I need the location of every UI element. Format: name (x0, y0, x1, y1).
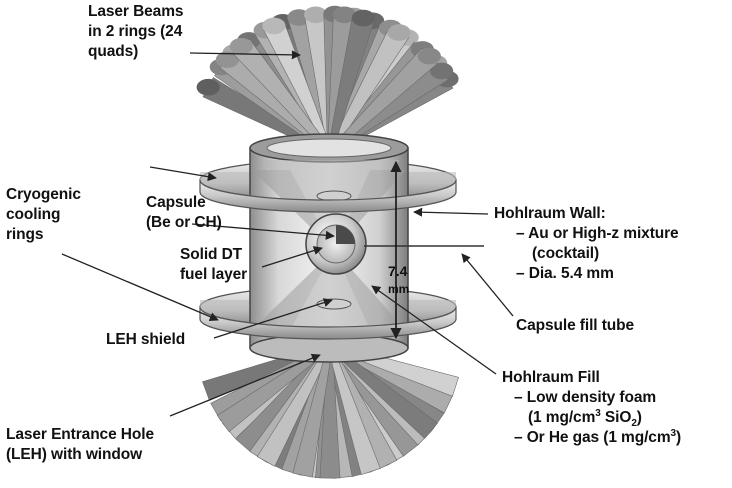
laser-entrance-line-2: (LEH) with window (6, 445, 154, 465)
leh-shield-bottom (317, 299, 351, 309)
label-cryogenic-rings: Cryogenic cooling rings (6, 185, 81, 245)
cryogenic-line-2: cooling (6, 205, 81, 225)
cryogenic-line-1: Cryogenic (6, 185, 81, 205)
label-leh-shield: LEH shield (106, 330, 185, 350)
laser-beam-top-end-20 (387, 24, 410, 41)
dimension-unit: mm (388, 282, 409, 296)
label-solid-dt: Solid DT fuel layer (180, 245, 247, 285)
hohlraum-fill-line-2-post: ) (637, 409, 642, 426)
laser-beam-top-end-24 (418, 48, 441, 65)
laser-entrance-line-1: Laser Entrance Hole (6, 425, 154, 445)
label-laser-entrance-hole: Laser Entrance Hole (LEH) with window (6, 425, 154, 465)
solid-dt-line-1: Solid DT (180, 245, 247, 265)
hohlraum-wall-line-1: – Au or High-z mixture (494, 224, 679, 244)
laser-beams-bottom (203, 346, 459, 479)
label-capsule: Capsule (Be or CH) (146, 193, 222, 233)
label-hohlraum-fill: Hohlraum Fill – Low density foam (1 mg/c… (502, 368, 681, 448)
laser-beams-line-3: quads) (88, 42, 183, 62)
capsule-fill-tube-text: Capsule fill tube (516, 316, 634, 336)
laser-beams-top (197, 6, 459, 151)
capsule-line-1: Capsule (146, 193, 222, 213)
label-laser-beams: Laser Beams in 2 rings (24 quads) (88, 2, 183, 62)
leh-shield-text: LEH shield (106, 330, 185, 350)
hohlraum-fill-line-2: (1 mg/cm3 SiO2) (502, 408, 681, 428)
hohlraum-fill-line-3-post: ) (676, 429, 681, 446)
hohlraum-wall-line-2: (cocktail) (494, 244, 679, 264)
label-hohlraum-wall: Hohlraum Wall: – Au or High-z mixture (c… (494, 204, 679, 284)
hohlraum-fill-line-2-pre: (1 mg/cm (528, 409, 595, 426)
hohlraum-wall-line-3: – Dia. 5.4 mm (494, 264, 679, 284)
capsule-line-2: (Be or CH) (146, 213, 222, 233)
hohlraum-wall-title: Hohlraum Wall: (494, 204, 679, 224)
laser-beam-top-end-22 (230, 38, 253, 55)
laser-beams-line-2: in 2 rings (24 (88, 22, 183, 42)
hohlraum-fill-line-1: – Low density foam (502, 388, 681, 408)
label-capsule-fill-tube: Capsule fill tube (516, 316, 634, 336)
hohlraum-fill-line-2-mid: SiO (601, 409, 632, 426)
hohlraum-fill-line-3-pre: – Or He gas (1 mg/cm (514, 429, 671, 446)
laser-beam-top-end-1 (197, 79, 220, 96)
cryogenic-line-3: rings (6, 225, 81, 245)
hohlraum-fill-title: Hohlraum Fill (502, 368, 681, 388)
laser-beam-top-end-18 (262, 18, 285, 35)
dimension-value: 7.4 (388, 263, 408, 279)
capsule (306, 214, 366, 274)
solid-dt-line-2: fuel layer (180, 265, 247, 285)
hohlraum-fill-line-3: – Or He gas (1 mg/cm3) (502, 428, 681, 448)
laser-beams-line-1: Laser Beams (88, 2, 183, 22)
laser-beam-top-end-23 (352, 10, 375, 27)
